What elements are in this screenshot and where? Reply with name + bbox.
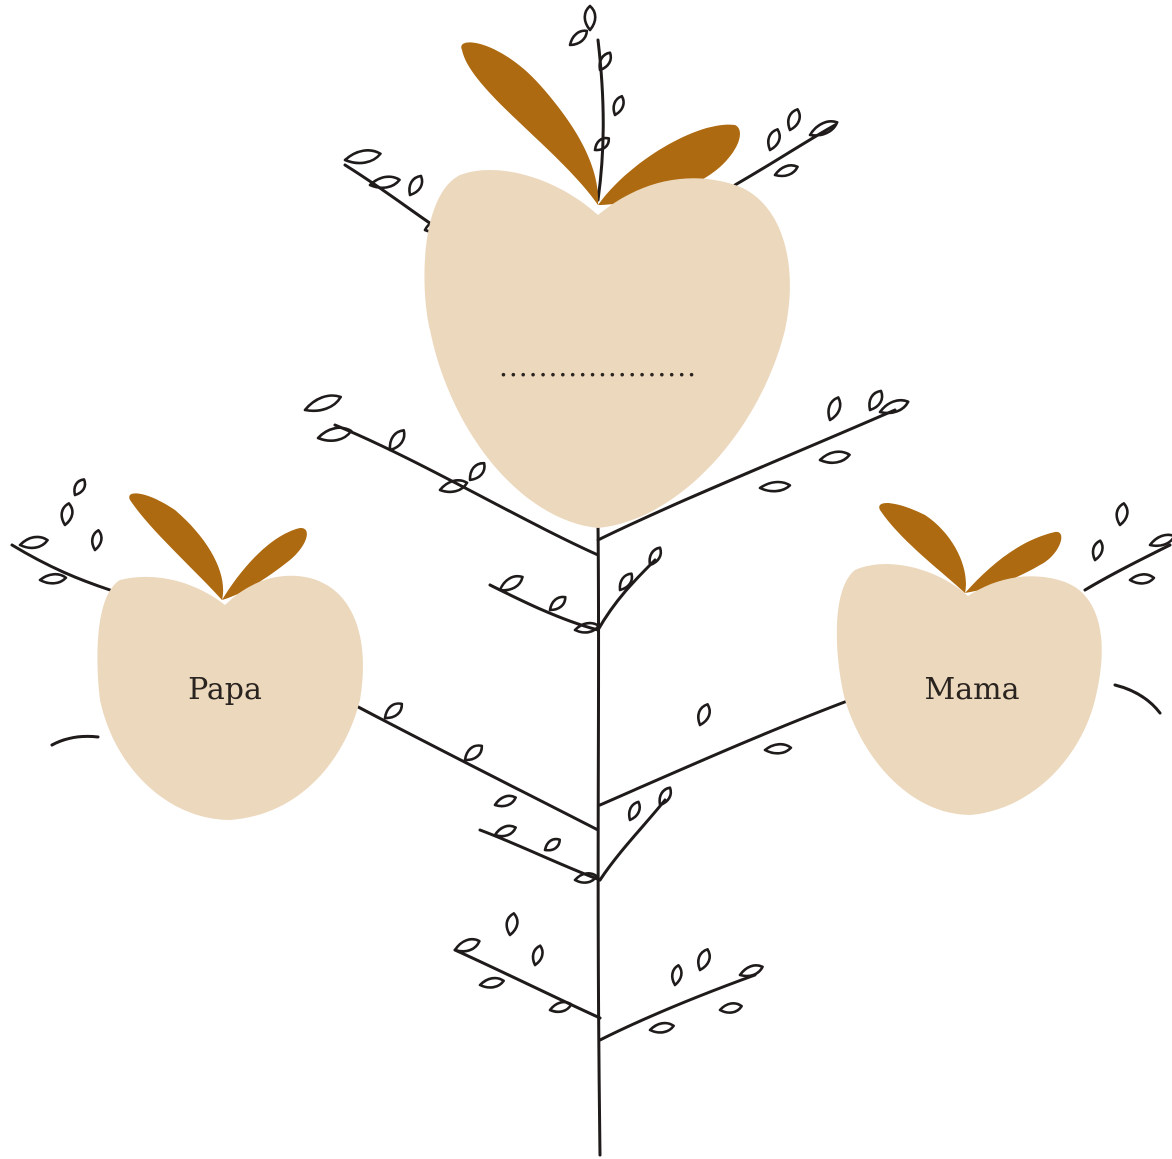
papa-apple-leaf-right <box>222 527 307 600</box>
outline-leaf-icon <box>493 794 517 808</box>
outline-leaf-icon <box>868 389 884 412</box>
branch-bottom-right <box>598 973 757 1042</box>
branch-lower-left <box>478 828 602 882</box>
mama-apple-leaf-right <box>965 531 1062 593</box>
outline-leaf-icon <box>827 396 842 422</box>
mama-apple-body <box>836 564 1102 815</box>
branch-lower-right <box>598 798 667 882</box>
branch-mid-right <box>598 698 852 807</box>
outline-leaf-icon <box>618 572 634 592</box>
branch-bottom-left <box>453 948 602 1020</box>
outline-leaf-icon <box>343 149 382 165</box>
branch-left-twig <box>488 583 600 632</box>
mama-label: Mama <box>924 672 1020 707</box>
outline-leaf-icon <box>498 575 524 592</box>
outline-leaf-icon <box>718 1002 743 1014</box>
outline-leaf-icon <box>438 479 469 494</box>
outline-leaf-icon <box>627 800 642 822</box>
outline-leaf-icon <box>697 703 711 727</box>
outline-leaf-icon <box>738 964 764 978</box>
outline-leaf-icon <box>505 912 519 937</box>
outline-leaf-icon <box>670 964 683 987</box>
outline-leaf-icon <box>463 744 484 762</box>
outline-leaf-icon <box>573 872 598 884</box>
outline-leaf-icon <box>90 529 103 552</box>
outline-leaf-icon <box>648 546 663 567</box>
outline-leaf-icon <box>383 702 404 720</box>
papa-apple-leaf-left <box>129 493 224 600</box>
branch-curl-right <box>1113 683 1162 715</box>
outline-leaf-icon <box>1091 539 1104 562</box>
outline-leaf-icon <box>612 94 625 117</box>
mama-apple[interactable] <box>836 503 1102 815</box>
outline-leaf-icon <box>593 136 611 152</box>
outline-leaf-icon <box>808 120 839 137</box>
outline-leaf-icon <box>453 937 481 953</box>
outline-leaf-icon <box>573 621 600 634</box>
outline-leaf-icon <box>773 164 799 178</box>
branch-top-right <box>733 123 837 187</box>
outline-leaf-icon <box>60 502 74 527</box>
branch-far-left <box>10 543 112 592</box>
outline-leaf-icon <box>787 108 801 132</box>
outline-leaf-icon <box>531 944 544 967</box>
outline-leaf-icon <box>73 478 87 497</box>
outline-leaf-icon <box>658 786 673 807</box>
branch-far-right <box>1083 543 1172 592</box>
papa-apple-body <box>97 575 363 820</box>
outline-leaf-icon <box>303 394 343 413</box>
child-apple-leaf-right <box>598 124 740 205</box>
outline-leaf-icon <box>878 398 910 415</box>
branch-mid-left <box>343 698 600 832</box>
outline-leaf-icon <box>568 29 589 47</box>
outline-leaf-icon <box>548 595 567 612</box>
outline-leaf-icon <box>818 450 851 465</box>
child-apple[interactable] <box>424 42 790 528</box>
branch-curl-left <box>50 734 100 747</box>
child-apple-body <box>424 169 790 528</box>
branch-right-twig <box>596 558 657 632</box>
outline-leaf-icon <box>583 4 597 32</box>
outline-leaf-icon <box>758 480 792 493</box>
outline-leaf-icon <box>368 175 401 190</box>
outline-leaves-layer <box>18 4 1172 1034</box>
papa-label: Papa <box>188 672 262 707</box>
outline-leaf-icon <box>648 1021 675 1034</box>
child-apple-leaf-left <box>461 42 599 205</box>
outline-leaf-icon <box>598 51 613 72</box>
outline-leaf-icon <box>478 976 505 989</box>
branch-top-left <box>343 163 442 232</box>
outline-leaf-icon <box>763 742 793 755</box>
branch-upper-left <box>333 423 600 557</box>
outline-leaf-icon <box>316 426 353 442</box>
outline-leaf-icon <box>493 824 517 838</box>
outline-leaf-icon <box>543 837 562 852</box>
tree-trunk <box>596 523 602 1157</box>
outline-leaf-icon <box>1128 573 1156 585</box>
outline-leaf-icon <box>548 1000 573 1014</box>
child-name-placeholder[interactable]: .................... <box>498 350 697 383</box>
outline-leaf-icon <box>38 572 68 585</box>
outline-leaf-icon <box>388 429 406 452</box>
papa-apple[interactable] <box>97 493 363 820</box>
mama-apple-leaf-left <box>879 503 966 593</box>
branch-upper-right <box>596 408 897 542</box>
outline-leaf-icon <box>468 461 486 482</box>
branch-layer <box>10 38 1172 1157</box>
outline-leaf-icon <box>18 535 49 550</box>
outline-leaf-icon <box>767 128 781 152</box>
outline-leaf-icon <box>697 948 711 972</box>
outline-leaf-icon <box>1115 502 1129 527</box>
outline-leaf-icon <box>408 174 424 197</box>
outline-leaf-icon <box>1148 533 1172 548</box>
